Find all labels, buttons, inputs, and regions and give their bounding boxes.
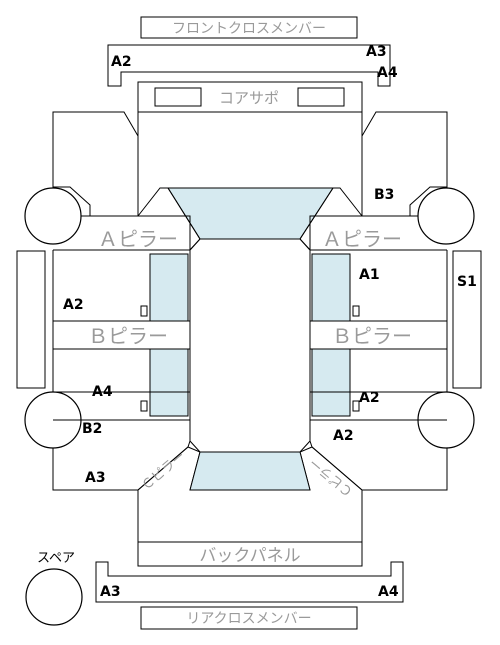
back-panel-box (137, 541, 363, 567)
windshield (167, 187, 334, 240)
left-front-door-handle (140, 305, 148, 317)
c-pillar-right-label: Ｃピラー (307, 454, 356, 499)
a-pillar-right: Ａピラー (309, 215, 447, 251)
damage-code-front-a3: A3 (366, 44, 387, 60)
front-cross-member: フロントクロスメンバー (140, 16, 358, 39)
front-bumper (107, 44, 391, 87)
right-front-window (311, 253, 351, 322)
front-cross-member-box (140, 16, 358, 39)
damage-code-right-rear-door-a2: A2 (359, 390, 380, 406)
right-front-door-handle (352, 305, 360, 317)
b-pillar-left-label: Ｂピラー (88, 324, 168, 348)
front-cross-member-label: フロントクロスメンバー (172, 21, 326, 37)
damage-code-rear-a4: A4 (378, 584, 399, 600)
rear-cross-member-box (140, 606, 358, 630)
headlight-left (154, 87, 202, 107)
left-front-window (149, 253, 189, 322)
front-bumper-outline (107, 44, 391, 87)
left-front-wheel (24, 187, 82, 245)
damage-code-front-a4: A4 (377, 65, 398, 81)
core-support-label: コアサポ (219, 89, 279, 107)
left-rear-door (52, 349, 191, 421)
c-pillar-right: Ｃピラー (299, 446, 363, 499)
core-support: コアサポ (137, 81, 363, 113)
damage-code-rear-a3: A3 (100, 584, 121, 600)
damage-code-left-rear-wheel-b2: B2 (82, 421, 102, 437)
right-rear-door (309, 349, 448, 421)
damage-code-front-a2: A2 (111, 54, 132, 70)
spare-tire: スペア (25, 551, 83, 626)
a-pillar-left: Ａピラー (53, 215, 191, 251)
damage-code-right-sill-s1: S1 (457, 274, 477, 290)
b-pillar-right-strip (309, 320, 448, 350)
spare-wheel (25, 568, 83, 626)
headlight-right (297, 87, 345, 107)
b-pillar-left: Ｂピラー (52, 320, 191, 350)
back-panel: バックパネル (137, 541, 363, 567)
back-panel-label: バックパネル (199, 546, 300, 566)
rear-window (189, 451, 311, 491)
b-pillar-right-label: Ｂピラー (332, 324, 412, 348)
a-pillar-right-label: Ａピラー (322, 227, 402, 251)
left-rear-window (149, 348, 189, 417)
rear-bumper (95, 561, 404, 603)
a-pillar-left-label: Ａピラー (98, 227, 178, 251)
roof (189, 238, 311, 453)
damage-code-left-front-door-a2: A2 (63, 297, 84, 313)
rear-cross-member-label: リアクロスメンバー (186, 611, 311, 627)
damage-code-right-front-b3: B3 (374, 187, 394, 203)
right-side-sill (452, 250, 482, 389)
b-pillar-left-strip (52, 320, 191, 350)
damage-code-left-rear-a3: A3 (85, 470, 106, 486)
b-pillar-right: Ｂピラー (309, 320, 448, 350)
a-pillar-left-strip (53, 215, 191, 251)
left-side-sill (16, 250, 46, 389)
damage-code-right-rear-a2: A2 (333, 428, 354, 444)
left-rear-door-handle (140, 400, 148, 412)
right-rear-door-handle (352, 400, 360, 412)
spare-label: スペア (37, 551, 75, 566)
trunk (137, 490, 363, 543)
right-rear-window (311, 348, 351, 417)
a-pillar-right-strip (309, 215, 447, 251)
c-pillar-left-label: Ｃピラー (139, 449, 188, 494)
damage-code-right-front-door-a1: A1 (359, 267, 380, 283)
damage-code-left-rear-door-a4: A4 (92, 384, 113, 400)
right-front-wheel (417, 187, 475, 245)
rear-cross-member: リアクロスメンバー (140, 606, 358, 630)
